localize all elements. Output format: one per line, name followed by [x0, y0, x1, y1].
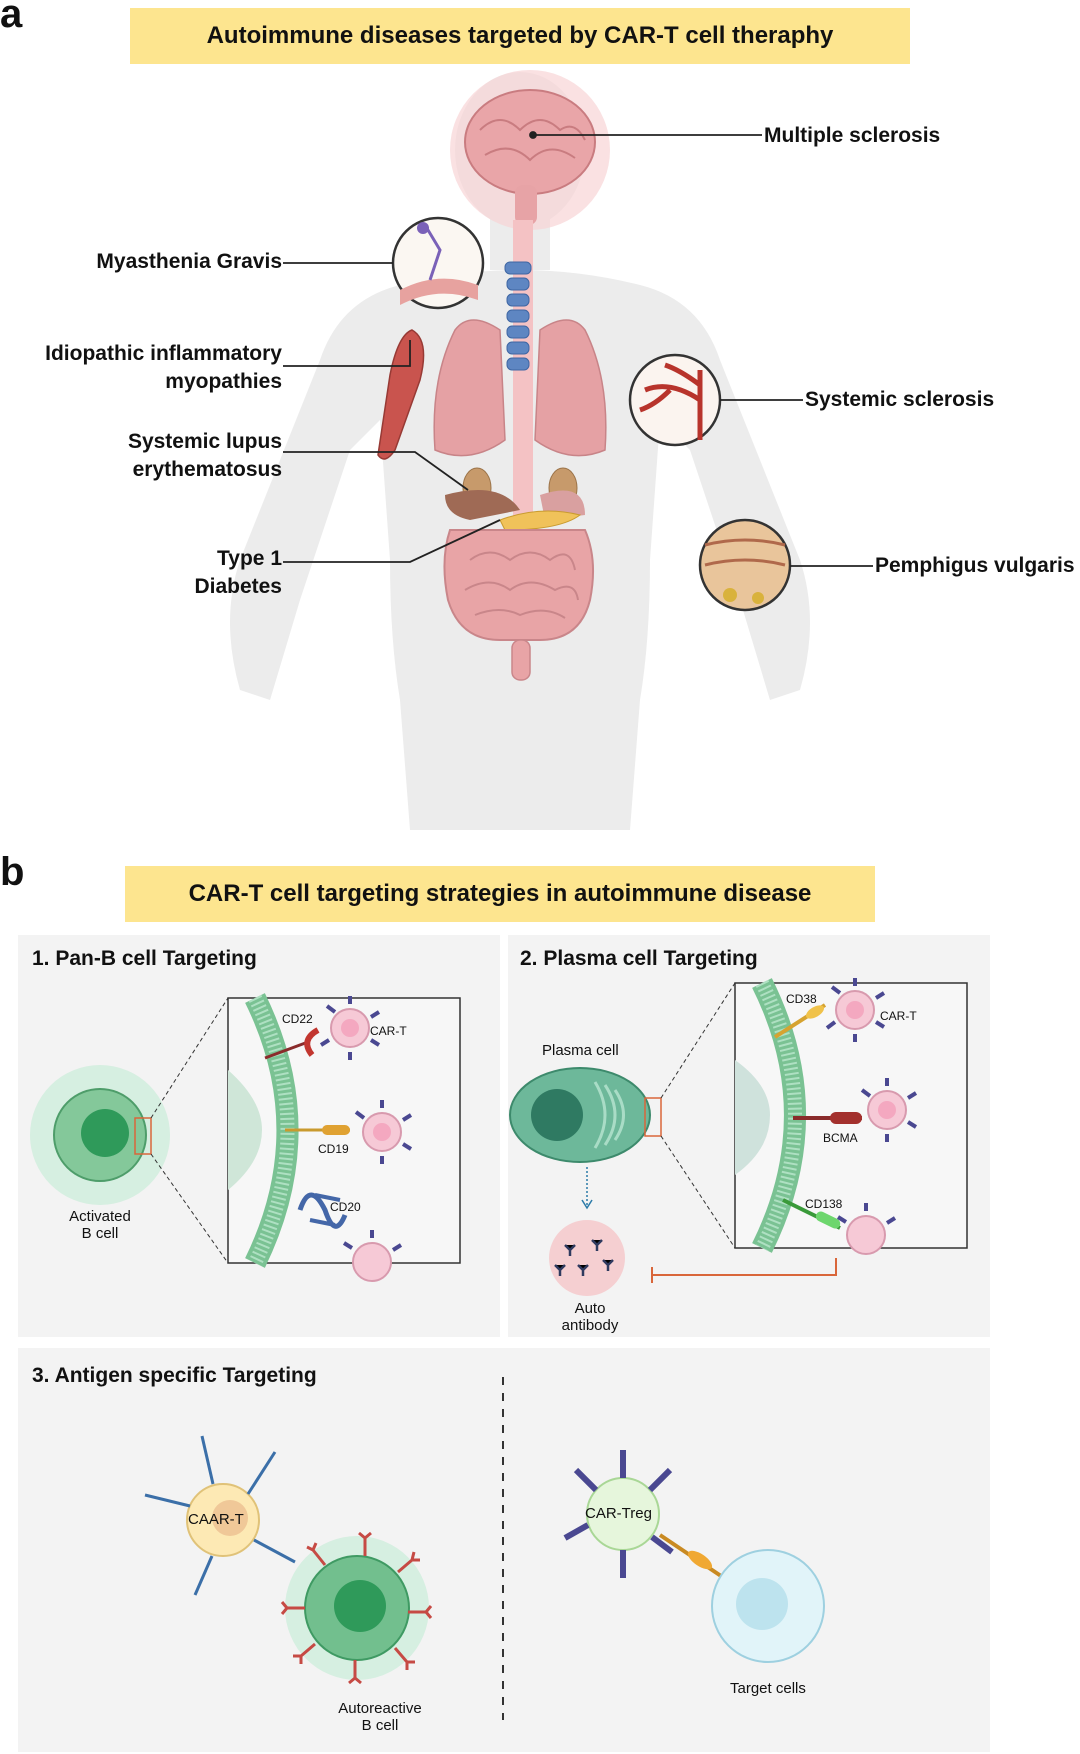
autoantibody-cloud — [549, 1220, 625, 1296]
label-lupus-line2: erythematosus — [132, 458, 282, 481]
panel-b-title-banner: CAR-T cell targeting strategies in autoi… — [125, 866, 875, 922]
human-body-illustration — [230, 70, 873, 830]
caar-t-label: CAAR-T — [188, 1511, 244, 1528]
label-myopathies-line1: Idiopathic inflammatory — [45, 342, 282, 365]
label-lupus-line1: Systemic lupus — [127, 430, 282, 453]
label-lupus: Systemic lupus erythematosus — [60, 428, 282, 484]
label-myopathies: Idiopathic inflammatory myopathies — [20, 340, 282, 396]
autoantibody-line1: Auto — [574, 1300, 606, 1317]
autoantibody-line2: antibody — [561, 1317, 619, 1334]
cd22-label: CD22 — [282, 1012, 313, 1026]
target-cell — [711, 1549, 825, 1663]
autoreactive-b-cell-line2: B cell — [361, 1717, 399, 1734]
cd20-label: CD20 — [330, 1200, 361, 1214]
autoantibody-label: Auto antibody — [540, 1300, 640, 1334]
label-pemphigus-vulgaris: Pemphigus vulgaris — [875, 554, 1075, 577]
bcma-label: BCMA — [823, 1131, 858, 1145]
cd19-label: CD19 — [318, 1142, 349, 1156]
activated-b-cell-line1: Activated — [69, 1208, 131, 1225]
label-diabetes-line1: Type 1 — [217, 547, 282, 570]
box3-title: 3. Antigen specific Targeting — [32, 1364, 317, 1387]
label-multiple-sclerosis: Multiple sclerosis — [764, 124, 941, 147]
label-diabetes: Type 1 Diabetes — [60, 545, 282, 601]
car-t-label-2: CAR-T — [880, 1009, 917, 1023]
cd38-label: CD38 — [786, 992, 817, 1006]
car-treg-label: CAR-Treg — [585, 1505, 652, 1522]
autoreactive-b-cell-line1: Autoreactive — [338, 1700, 422, 1717]
autoreactive-b-cell-label: Autoreactive B cell — [320, 1700, 440, 1734]
box1-title: 1. Pan-B cell Targeting — [32, 947, 257, 970]
box2-title: 2. Plasma cell Targeting — [520, 947, 758, 970]
panel-a-letter: a — [0, 0, 23, 36]
activated-b-cell-line2: B cell — [81, 1225, 119, 1242]
panel-b-letter: b — [0, 850, 25, 894]
label-myopathies-line2: myopathies — [165, 370, 282, 393]
cd138-label: CD138 — [805, 1197, 843, 1211]
label-diabetes-line2: Diabetes — [194, 575, 282, 598]
label-myasthenia-gravis: Myasthenia Gravis — [96, 250, 282, 273]
car-t-label-1: CAR-T — [370, 1024, 407, 1038]
activated-b-cell-label: Activated B cell — [50, 1208, 150, 1242]
car-t-cell — [330, 1008, 370, 1048]
plasma-cell-label: Plasma cell — [542, 1042, 619, 1059]
leader-lines — [283, 131, 873, 567]
label-systemic-sclerosis: Systemic sclerosis — [805, 388, 995, 411]
panel-a-title-banner: Autoimmune diseases targeted by CAR-T ce… — [130, 8, 910, 64]
caar-t-cell — [186, 1483, 260, 1557]
target-cells-label: Target cells — [730, 1680, 806, 1697]
